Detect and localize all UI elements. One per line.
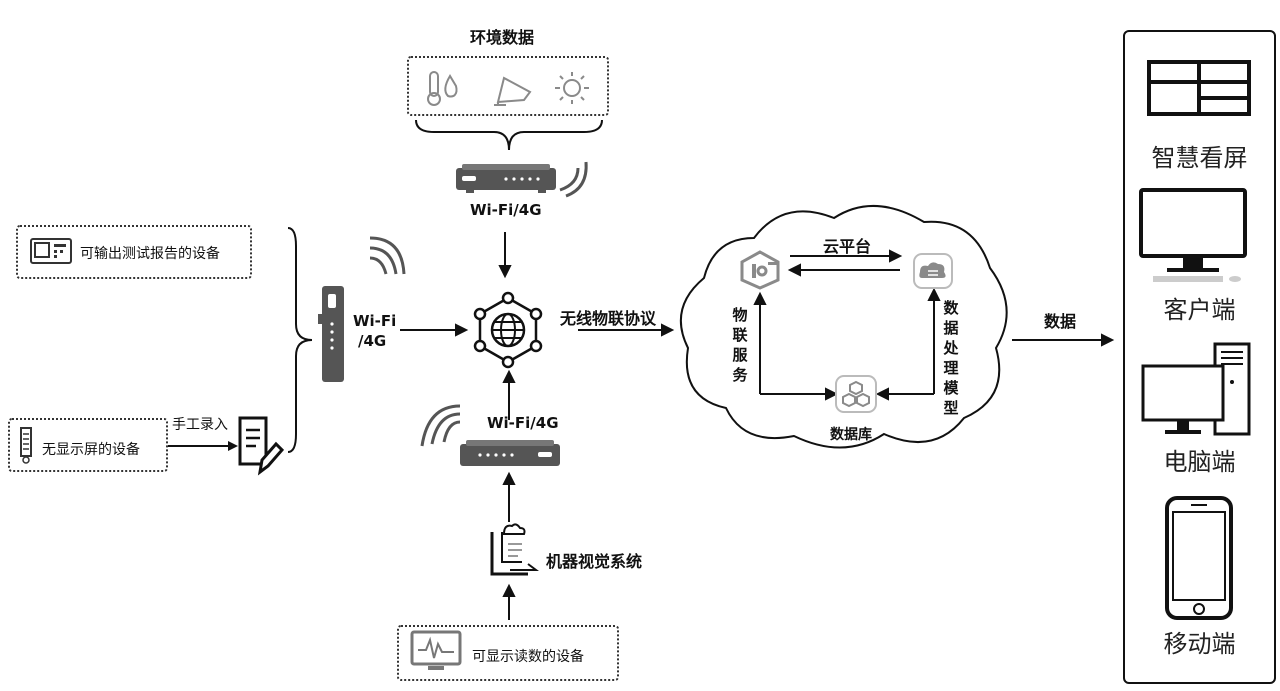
mobile-phone-icon [1165,496,1233,620]
document-edit-icon [238,416,285,476]
smart-screen-icon [1147,60,1251,116]
cloud-server-icon [913,253,953,289]
surveillance-camera-icon [494,76,532,106]
client-label: 客户端 [1163,296,1236,324]
env-brace [415,119,603,151]
database-label: 数据库 [830,427,872,443]
no-screen-device-box [8,418,168,472]
no-screen-device-icon [20,427,32,464]
env-data-title: 环境数据 [470,28,535,47]
display-device-label: 可显示读数的设备 [472,649,584,665]
data-label: 数据 [1044,312,1077,331]
cloud-title: 云平台 [823,237,872,256]
network-hub-icon [473,291,543,369]
processing-model-label: 数据处理模型 [943,299,959,417]
no-screen-device-label: 无显示屏的设备 [42,442,140,458]
router-left-icon [318,286,344,382]
thermometer-icon [427,71,458,106]
iot-service-label: 物联服务 [732,306,748,384]
desktop-monitor-icon [1139,188,1247,282]
manual-entry-arrow [168,441,238,451]
database-icon [835,375,877,413]
pc-tower-icon [1141,342,1251,436]
machine-vision-label: 机器视觉系统 [546,552,643,571]
wifi-top-label: Wi-Fi/4G [470,201,542,219]
wifi-left-waves-icon [369,236,406,275]
wifi-left-label-2: /4G [358,332,387,350]
protocol-label: 无线物联协议 [560,309,657,328]
smart-screen-label: 智慧看屏 [1151,144,1248,172]
sun-icon [555,72,589,104]
terminal-panel: 智慧看屏 客户端 电脑端 移动端 [1123,30,1276,684]
router-top-icon [456,161,588,198]
clipboard-cloud-icon [490,523,539,576]
iot-icon [740,250,780,290]
report-device-label: 可输出测试报告的设备 [80,246,220,262]
wifi-bottom-label: Wi-Fi/4G [487,414,559,432]
mobile-label: 移动端 [1163,630,1236,658]
monitor-waveform-icon [410,630,462,670]
manual-entry-label: 手工录入 [172,417,228,433]
report-device-icon [30,238,72,264]
env-data-box [407,56,609,116]
display-device-box [397,625,619,681]
computer-label: 电脑端 [1163,448,1236,476]
router-bottom-icon [460,440,560,466]
wifi-bottom-waves-icon [420,404,461,447]
left-brace [287,227,313,453]
wifi-left-label-1: Wi-Fi [353,312,397,330]
